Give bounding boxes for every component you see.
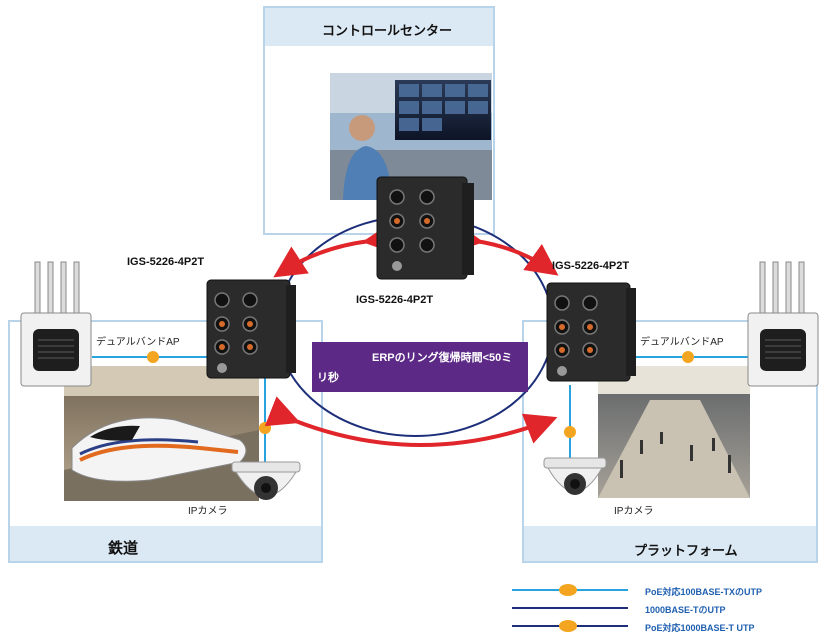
camera-label-right: IPカメラ [614,506,654,517]
legend-item-poe-1000base-t: PoE対応1000BASE-T UTP [645,623,755,633]
erp-banner-line1: ERPのリング復帰時間<50ミ [372,352,513,364]
poe-dot-camera-left [259,422,271,434]
dual-band-ap-right [747,261,819,387]
railway-header [10,526,321,561]
switch-left [206,279,296,379]
station-photo [598,366,750,498]
red-arrow-bottom [264,396,558,447]
poe-dot-ap-left [147,351,159,363]
switch-label-right: IGS-5226-4P2T [552,260,630,272]
ap-label-right: デュアルバンドAP [640,337,724,348]
switch-top [376,176,474,280]
railway-title: 鉄道 [108,540,139,557]
legend-lines [512,584,628,632]
ip-camera-left [231,461,301,500]
poe-dot-camera-right [564,426,576,438]
control-center-title: コントロールセンター [322,23,453,38]
camera-label-left: IPカメラ [188,506,228,517]
legend-item-1000base-t: 1000BASE-TのUTP [645,605,726,615]
platform-header [524,526,816,561]
platform-title: プラットフォーム [634,543,738,558]
ip-camera-right [543,457,607,495]
red-arrow-right [449,221,559,276]
erp-banner: ERPのリング復帰時間<50ミ リ秒 [312,342,528,392]
ap-label-left: デュアルバンドAP [96,337,180,348]
switch-label-top: IGS-5226-4P2T [356,294,434,306]
switch-right [546,282,636,382]
train-photo [64,366,259,501]
poe-dot-ap-right [682,351,694,363]
control-center-header [265,8,493,46]
switch-label-left: IGS-5226-4P2T [127,256,205,268]
red-arrow-left [273,222,396,278]
legend-item-poe-100base-tx: PoE対応100BASE-TXのUTP [645,587,763,597]
dual-band-ap-left [20,261,92,387]
erp-banner-line2: リ秒 [317,372,339,384]
